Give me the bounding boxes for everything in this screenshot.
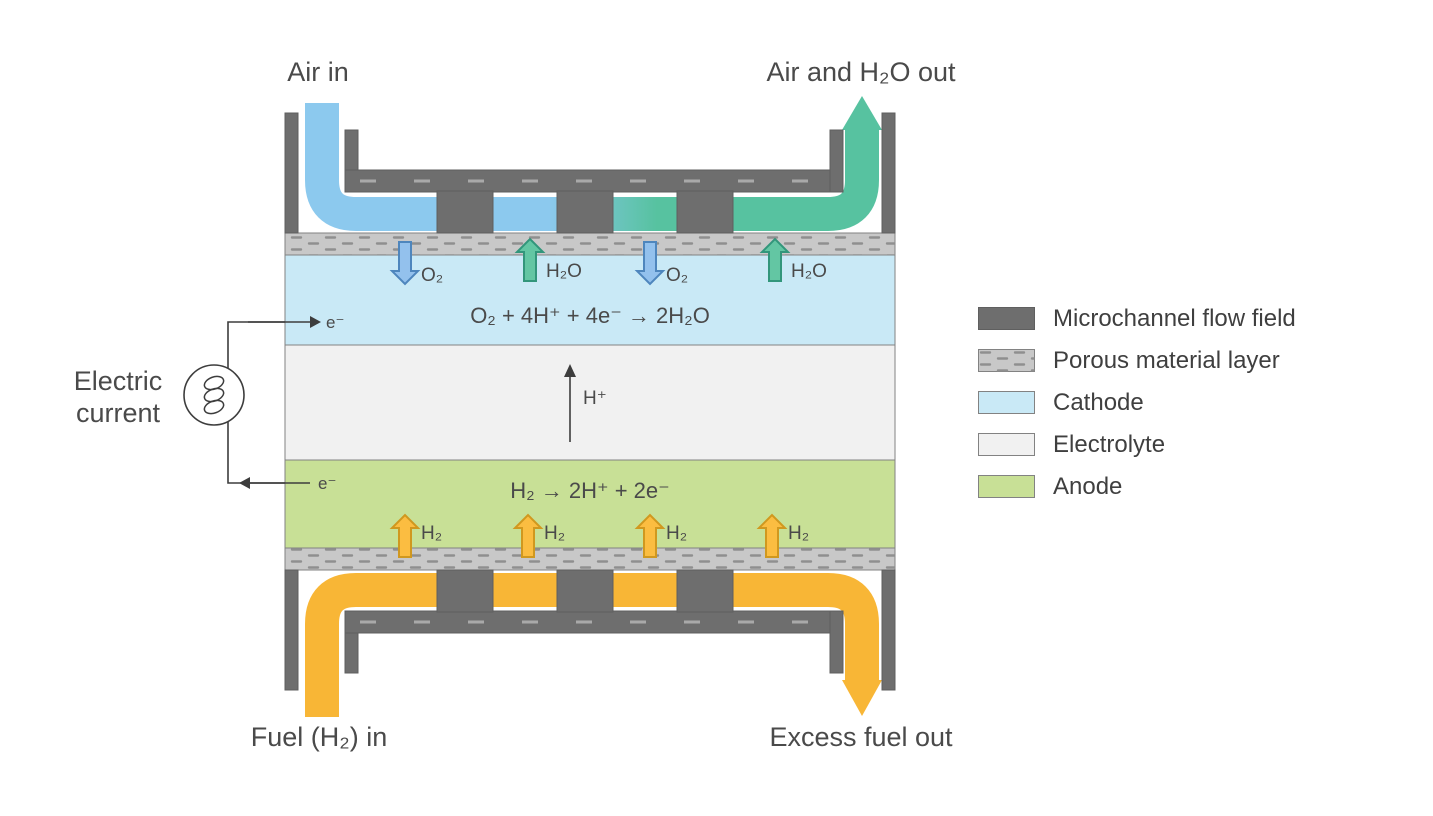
fuel-out-arrowhead [842, 680, 882, 716]
electric-current-label-line2: current [76, 398, 161, 428]
air-out-arrowhead [842, 96, 882, 130]
flow-field-wall [881, 569, 896, 691]
flow-field-rib [436, 190, 494, 234]
electron-label-top: e⁻ [326, 313, 344, 332]
coil-symbol [183, 364, 245, 426]
flow-field-bottom [284, 569, 896, 691]
cathode-swatch [978, 391, 1035, 414]
air-out-label: Air and H₂O out [766, 57, 956, 87]
porous-swatch [978, 349, 1035, 372]
porous-layer-top [284, 232, 896, 256]
anode-reaction-label: H₂ → 2H⁺ + 2e⁻ [510, 478, 670, 503]
h2o-up-arrow-1 [514, 237, 546, 282]
h2-up-arrow-2 [512, 513, 544, 558]
o2-label-2: O₂ [666, 265, 688, 286]
anode-swatch [978, 475, 1035, 498]
fuel-in-label: Fuel (H₂) in [251, 722, 388, 752]
legend-item-porous: Porous material layer [978, 347, 1296, 374]
legend-label-electrolyte: Electrolyte [1053, 431, 1166, 458]
cathode-layer [284, 254, 896, 346]
electrolyte-layer [284, 344, 896, 461]
flow-field-swatch [978, 307, 1035, 330]
circuit-wire-top [227, 321, 285, 368]
proton-arrow [564, 364, 576, 442]
species-arrows [389, 237, 791, 558]
h2-label-1: H₂ [421, 523, 442, 544]
flow-field-wall [284, 112, 299, 234]
legend-label-anode: Anode [1053, 473, 1123, 500]
h2o-up-arrow-2 [759, 237, 791, 282]
flow-field-rib [676, 190, 734, 234]
flow-field-rib [556, 190, 614, 234]
electric-current-label-line1: Electric [74, 366, 163, 396]
electrolyte-swatch [978, 433, 1035, 456]
legend-label-porous: Porous material layer [1053, 347, 1280, 374]
legend-item-flow-field: Microchannel flow field [978, 305, 1296, 332]
fuel-out-label: Excess fuel out [769, 722, 953, 752]
h2-up-arrow-4 [756, 513, 788, 558]
flow-field-wall [284, 569, 299, 691]
h2o-label-2: H₂O [791, 261, 827, 282]
legend-item-anode: Anode [978, 473, 1296, 500]
legend-item-cathode: Cathode [978, 389, 1296, 416]
external-circuit [183, 316, 321, 489]
cathode-reaction-label: O₂ + 4H⁺ + 4e⁻ → 2H₂O [470, 303, 710, 328]
flow-field-wall [829, 610, 844, 674]
flow-field-wall [829, 129, 844, 193]
electron-arrow-to-cathode [248, 316, 321, 328]
air-in-label: Air in [287, 57, 349, 87]
flow-field-rib [676, 569, 734, 613]
electron-arrow-from-anode [239, 477, 310, 489]
coil-loops [203, 375, 225, 415]
legend: Microchannel flow field Porous material … [978, 305, 1296, 500]
o2-down-arrow-1 [389, 241, 421, 286]
flow-field-top [284, 112, 896, 234]
anode-layer [284, 459, 896, 549]
o2-label-1: O₂ [421, 265, 443, 286]
porous-layer-bottom [284, 547, 896, 571]
legend-item-electrolyte: Electrolyte [978, 431, 1296, 458]
circuit-wire-bottom [227, 422, 285, 484]
proton-label: H⁺ [583, 388, 607, 409]
h2-label-4: H₂ [788, 523, 809, 544]
h2-label-2: H₂ [544, 523, 565, 544]
h2o-label-1: H₂O [546, 261, 582, 282]
legend-label-flow-field: Microchannel flow field [1053, 305, 1296, 332]
flow-field-rib [556, 569, 614, 613]
h2-up-arrow-1 [389, 513, 421, 558]
flow-field-rib [436, 569, 494, 613]
h2-label-3: H₂ [666, 523, 687, 544]
h2-up-arrow-3 [634, 513, 666, 558]
flow-field-wall [881, 112, 896, 234]
o2-down-arrow-2 [634, 241, 666, 286]
legend-label-cathode: Cathode [1053, 389, 1144, 416]
electron-label-bottom: e⁻ [318, 474, 336, 493]
mea-stack [284, 232, 896, 571]
